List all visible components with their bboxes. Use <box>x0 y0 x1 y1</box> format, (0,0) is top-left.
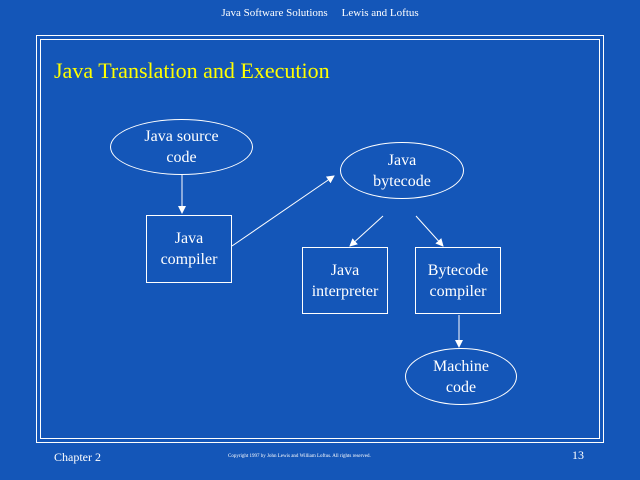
page-number: 13 <box>572 448 584 462</box>
bytecode-compiler-label: Bytecode compiler <box>427 261 489 300</box>
slide-title: Java Translation and Execution <box>54 58 330 83</box>
slide-frame-inner <box>40 39 600 439</box>
machine-code-label: Machine code <box>433 357 489 396</box>
slide-header: Java Software Solutions Lewis and Loftus <box>0 7 640 19</box>
header-book-title: Java Software Solutions <box>221 7 328 19</box>
java-compiler-node: Java compiler <box>146 215 232 283</box>
machine-code-node: Machine code <box>405 348 517 405</box>
arrow-bytecode-to-bytecode-compiler <box>415 215 444 247</box>
java-source-code-node: Java source code <box>110 119 253 175</box>
java-interpreter-label: Java interpreter <box>311 261 379 300</box>
java-interpreter-node: Java interpreter <box>302 247 388 314</box>
slide-frame-outer <box>36 35 604 443</box>
arrow-bytecode-to-interpreter <box>349 215 384 247</box>
java-bytecode-node: Java bytecode <box>340 142 464 199</box>
chapter-label: Chapter 2 <box>54 450 101 464</box>
arrow-compiler-to-bytecode <box>231 175 335 247</box>
bytecode-compiler-node: Bytecode compiler <box>415 247 501 314</box>
java-source-code-label: Java source code <box>144 128 219 166</box>
java-compiler-label: Java compiler <box>160 230 218 268</box>
header-authors: Lewis and Loftus <box>341 7 419 19</box>
java-bytecode-label: Java bytecode <box>373 151 431 190</box>
copyright-notice: Copyright 1997 by John Lewis and William… <box>228 454 371 459</box>
